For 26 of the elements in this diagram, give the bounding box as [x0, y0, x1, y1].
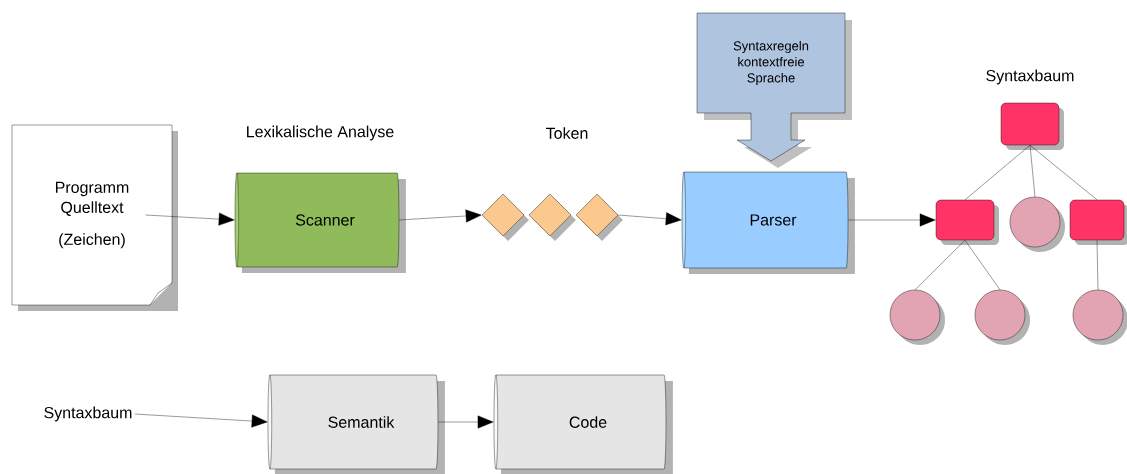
connector-line	[1096, 240, 1099, 290]
arrow	[145, 212, 235, 226]
caption-text: Token	[546, 127, 588, 139]
tree-circle	[889, 289, 945, 345]
arrow	[848, 213, 936, 227]
connector-line	[964, 240, 1001, 290]
token-diamond	[481, 193, 529, 241]
tree-box	[1000, 102, 1064, 150]
caption-text: Syntaxbaum	[986, 69, 1074, 85]
connector-line	[1029, 145, 1098, 200]
arrow	[618, 212, 682, 226]
connector-line	[964, 145, 1031, 200]
connector-line	[1029, 145, 1036, 197]
tree-circle	[1009, 196, 1065, 252]
token-diamond	[575, 193, 623, 241]
arrow	[134, 413, 268, 428]
text-label: Syntaxbaum	[44, 406, 132, 422]
tree-box	[1069, 199, 1127, 245]
tree-circle	[974, 289, 1030, 345]
tree-box	[935, 199, 999, 245]
arrow	[399, 209, 482, 223]
tree-circle	[1072, 289, 1127, 345]
arrow	[437, 415, 494, 429]
connector-line	[914, 240, 966, 290]
caption-text: Lexikalische Analyse	[247, 125, 394, 141]
token-diamond	[528, 193, 576, 241]
